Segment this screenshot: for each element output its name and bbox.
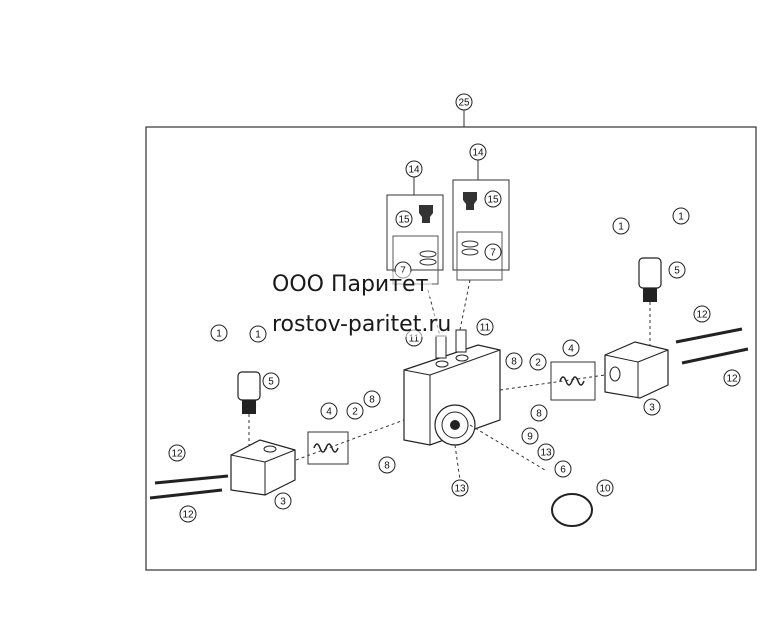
callout-c8a: 8 xyxy=(363,390,381,408)
callout-c14a: 14 xyxy=(405,160,423,178)
callout-label: 2 xyxy=(352,407,358,418)
callout-label: 10 xyxy=(599,484,611,495)
watermark-line-1: ООО Паритет xyxy=(268,272,433,297)
callout-c13b: 13 xyxy=(451,479,469,497)
solenoid-right xyxy=(638,257,662,302)
callout-label: 11 xyxy=(480,323,491,334)
callout-label: 12 xyxy=(182,510,194,521)
callout-c14b: 14 xyxy=(469,143,487,161)
callout-label: 8 xyxy=(536,409,542,420)
callout-c12a: 12 xyxy=(168,444,186,462)
callout-label: 1 xyxy=(216,329,222,340)
callout-c12c: 12 xyxy=(693,305,711,323)
callout-c15a: 15 xyxy=(395,210,413,228)
callout-c5b: 5 xyxy=(668,261,686,279)
callout-c8b: 8 xyxy=(378,456,396,474)
callout-label: 15 xyxy=(487,195,499,206)
callout-c3a: 3 xyxy=(274,492,292,510)
callout-label: 8 xyxy=(384,461,390,472)
callout-c1a: 1 xyxy=(210,324,228,342)
callout-label: 13 xyxy=(454,484,466,495)
callout-c1c: 1 xyxy=(612,217,630,235)
callout-label: 2 xyxy=(535,358,541,369)
cartridge-inset-right xyxy=(452,160,510,281)
callout-label: 6 xyxy=(560,465,566,476)
callout-c12b: 12 xyxy=(179,505,197,523)
callout-c4a: 4 xyxy=(320,402,338,420)
callout-label: 12 xyxy=(171,449,183,460)
callout-c6: 6 xyxy=(554,460,572,478)
callout-c8d: 8 xyxy=(530,404,548,422)
alignment-lines xyxy=(248,279,651,481)
callout-label: 4 xyxy=(326,407,332,418)
callout-label: 12 xyxy=(696,310,708,321)
callout-c13a: 13 xyxy=(537,443,555,461)
callout-label: 12 xyxy=(726,374,738,385)
callout-label: 11 xyxy=(409,334,420,345)
callout-label: 1 xyxy=(255,330,261,341)
callout-label: 1 xyxy=(678,212,684,223)
callout-label: 7 xyxy=(400,266,406,277)
callout-c2a: 2 xyxy=(346,402,364,420)
callout-label: 8 xyxy=(511,357,517,368)
callout-c2b: 2 xyxy=(529,353,547,371)
callout-c7b: 7 xyxy=(484,243,502,261)
callout-label: 3 xyxy=(280,497,286,508)
callout-label: 15 xyxy=(398,215,410,226)
callout-label: 3 xyxy=(649,403,655,414)
main-valve-body xyxy=(403,329,501,446)
callout-label: 7 xyxy=(490,248,496,259)
assembly-frame xyxy=(145,126,757,571)
callout-c11b: 11 xyxy=(476,318,494,336)
callout-label: 5 xyxy=(674,266,680,277)
callout-label: 1 xyxy=(618,222,624,233)
tie-rods-left xyxy=(149,474,229,500)
callout-label: 14 xyxy=(408,165,420,176)
callout-assembly: 25 xyxy=(455,93,473,111)
callout-label: 5 xyxy=(268,377,274,388)
callout-c5a: 5 xyxy=(262,372,280,390)
callout-label: 8 xyxy=(369,395,375,406)
callout-c3b: 3 xyxy=(643,398,661,416)
end-cap-left xyxy=(230,439,296,496)
callout-c15b: 15 xyxy=(484,190,502,208)
callout-label: 14 xyxy=(472,148,484,159)
callout-c9: 9 xyxy=(521,427,539,445)
callout-label: 13 xyxy=(540,448,552,459)
callout-c12d: 12 xyxy=(723,369,741,387)
cartridge-inset-left xyxy=(386,177,444,285)
callout-c8c: 8 xyxy=(505,352,523,370)
spring-inset-left xyxy=(307,431,349,465)
callout-c10: 10 xyxy=(596,479,614,497)
end-cap-right xyxy=(604,341,669,399)
callout-c4b: 4 xyxy=(562,339,580,357)
callout-c1b: 1 xyxy=(249,325,267,343)
callout-label: 9 xyxy=(527,432,533,443)
o-ring xyxy=(551,493,593,527)
watermark-line-2: rostov-paritet.ru xyxy=(268,312,456,337)
callout-c1d: 1 xyxy=(672,207,690,225)
callout-label: 25 xyxy=(458,98,470,109)
spring-inset-right xyxy=(550,361,596,401)
tie-rods-right xyxy=(675,327,749,365)
solenoid-left xyxy=(237,371,261,414)
callout-label: 4 xyxy=(568,344,574,355)
